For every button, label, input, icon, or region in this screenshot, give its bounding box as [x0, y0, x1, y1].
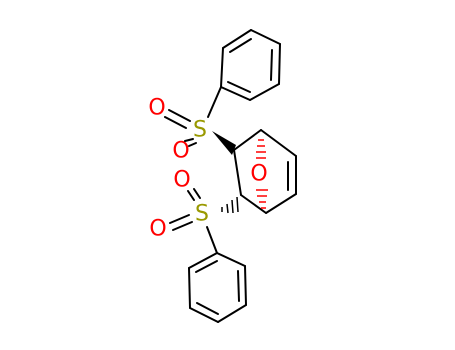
bond — [187, 190, 195, 201]
bond — [220, 47, 224, 88]
bond — [222, 29, 252, 49]
oxygen-atom-label: O — [149, 217, 166, 242]
bond — [240, 194, 267, 214]
bond — [237, 270, 240, 302]
bond — [196, 302, 219, 315]
bond — [188, 267, 191, 309]
bond — [227, 81, 251, 93]
hashed-bond — [256, 189, 268, 209]
sulfur-atom-label: S — [193, 118, 207, 143]
bond — [233, 129, 262, 151]
wedge-bond — [212, 131, 236, 155]
bond — [188, 252, 218, 269]
bond — [189, 307, 219, 323]
bond — [265, 193, 297, 214]
top-phenyl-ring — [220, 29, 281, 101]
oxygen-atom-label: O — [172, 139, 189, 164]
bond — [270, 49, 273, 81]
bond — [250, 29, 281, 45]
bond — [233, 149, 242, 196]
bond — [207, 86, 222, 118]
bond — [244, 265, 247, 306]
bond — [260, 129, 297, 157]
bond — [184, 138, 194, 142]
hashed-bond — [221, 196, 239, 214]
bond — [195, 260, 218, 273]
bond — [188, 142, 197, 147]
bond — [217, 304, 247, 323]
bond — [206, 226, 218, 254]
bond — [168, 109, 191, 122]
bridge-oxygen-label: O — [250, 162, 267, 187]
bond — [193, 188, 201, 199]
bond — [229, 38, 252, 53]
bond — [249, 83, 280, 101]
bond — [278, 43, 281, 85]
sulfonyl-group-1: S O O — [148, 96, 207, 164]
bond — [220, 86, 251, 101]
oxygen-atom-label: O — [148, 96, 165, 121]
bond — [164, 116, 187, 129]
oxygen-atom-label: O — [173, 168, 190, 193]
sulfonyl-group-2: S O O — [149, 168, 209, 242]
bottom-phenyl-ring — [188, 252, 247, 323]
bond — [172, 221, 193, 231]
bond — [216, 252, 246, 267]
bicyclic-core: O — [233, 129, 297, 214]
hashed-bond — [256, 139, 266, 159]
sulfur-atom-label: S — [195, 202, 209, 227]
bond — [169, 214, 190, 224]
